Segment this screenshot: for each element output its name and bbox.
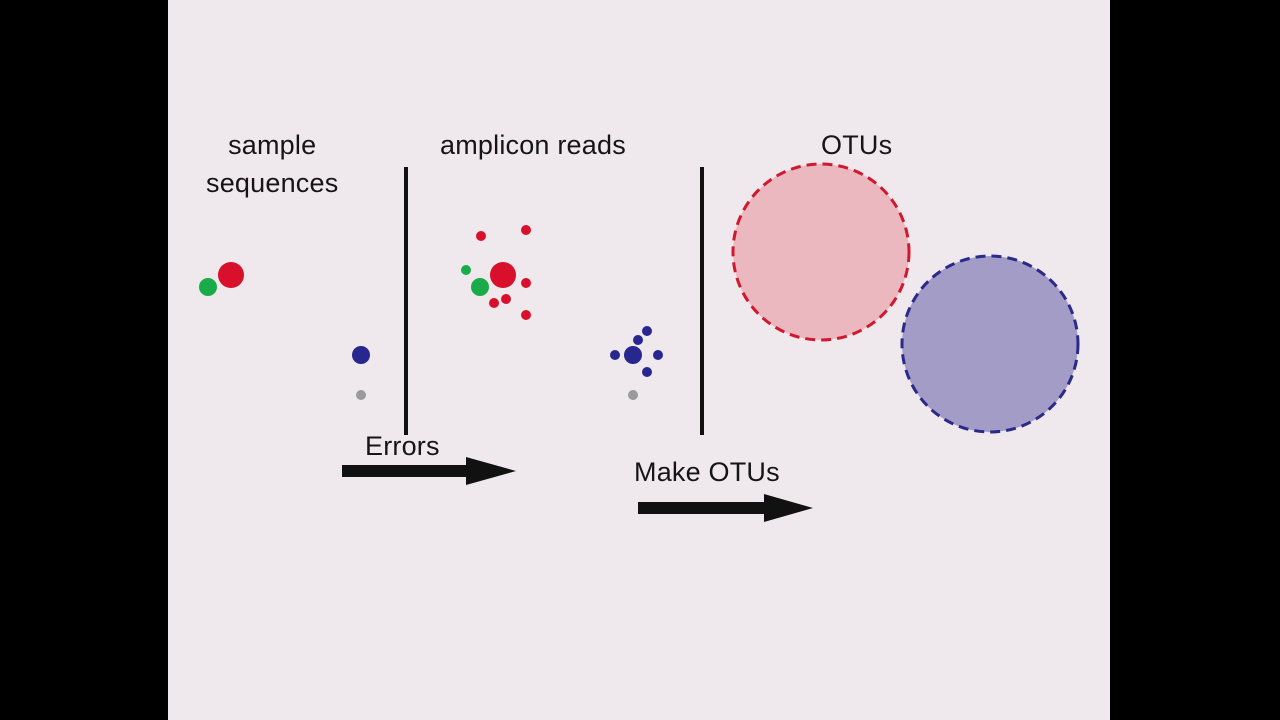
read-green-dot [471, 278, 489, 296]
read-red-dot [521, 278, 531, 288]
otu-red-circle [731, 162, 911, 342]
make-otus-arrow [638, 494, 813, 522]
read-blue-dot [633, 335, 643, 345]
read-green-dot [461, 265, 471, 275]
diagram-art [199, 162, 1080, 522]
read-blue-dot [642, 326, 652, 336]
read-red-dot [501, 294, 511, 304]
make-otus-arrow-label: Make OTUs [634, 457, 780, 487]
read-red-dot [521, 225, 531, 235]
slide: sample sequences amplicon reads OTUs [168, 0, 1110, 720]
sample-blue-dot [352, 346, 370, 364]
read-red-dot [476, 231, 486, 241]
errors-arrow [342, 457, 516, 485]
sample-gray-dot [356, 390, 366, 400]
label-sample-sequences: sample sequences [206, 130, 339, 199]
otu-blue-circle [900, 254, 1080, 434]
errors-arrow-label: Errors [365, 431, 440, 461]
divider-right [700, 167, 704, 435]
sample-green-dot [199, 278, 217, 296]
read-blue-dot [653, 350, 663, 360]
read-red-dot [489, 298, 499, 308]
read-red-dot [521, 310, 531, 320]
read-gray-dot [628, 390, 638, 400]
read-blue-dot [610, 350, 620, 360]
label-otus: OTUs [821, 130, 893, 160]
sample-red-dot [218, 262, 244, 288]
divider-left [404, 167, 408, 435]
label-amplicon-reads: amplicon reads [440, 130, 626, 160]
read-blue-dot [642, 367, 652, 377]
read-blue-dot [624, 346, 642, 364]
read-red-dot [490, 262, 516, 288]
